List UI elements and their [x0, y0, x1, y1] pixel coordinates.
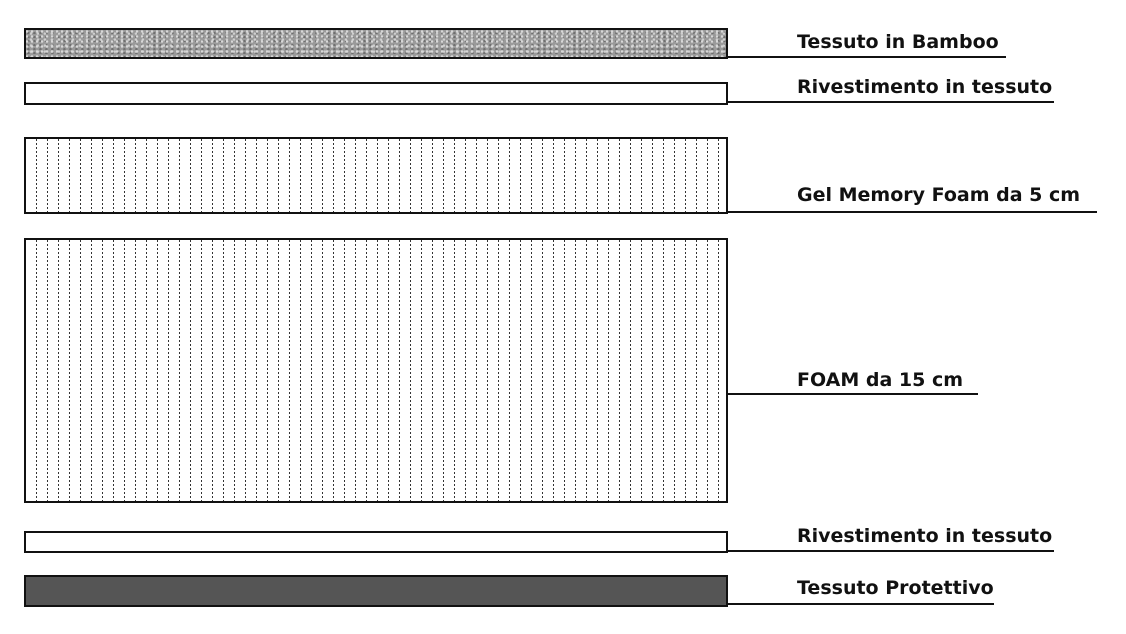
layer-protective — [24, 575, 728, 607]
leader-line — [726, 101, 1054, 103]
leader-line — [726, 211, 1097, 213]
leader-line — [726, 550, 1054, 552]
layer-foam — [24, 238, 728, 503]
layer-cover-top — [24, 82, 728, 105]
leader-line — [726, 56, 1006, 58]
label-protective: Tessuto Protettivo — [797, 577, 994, 599]
label-gel-memory-foam: Gel Memory Foam da 5 cm — [797, 184, 1081, 206]
label-foam: FOAM da 15 cm — [797, 369, 963, 391]
layer-gel-memory-foam — [24, 137, 728, 214]
leader-line — [726, 603, 994, 605]
label-cover-top: Rivestimento in tessuto — [797, 76, 1053, 98]
layer-cover-bottom — [24, 531, 728, 553]
leader-line — [726, 393, 978, 395]
label-bamboo: Tessuto in Bamboo — [797, 31, 999, 53]
layer-bamboo — [24, 28, 728, 59]
label-cover-bottom: Rivestimento in tessuto — [797, 525, 1053, 547]
